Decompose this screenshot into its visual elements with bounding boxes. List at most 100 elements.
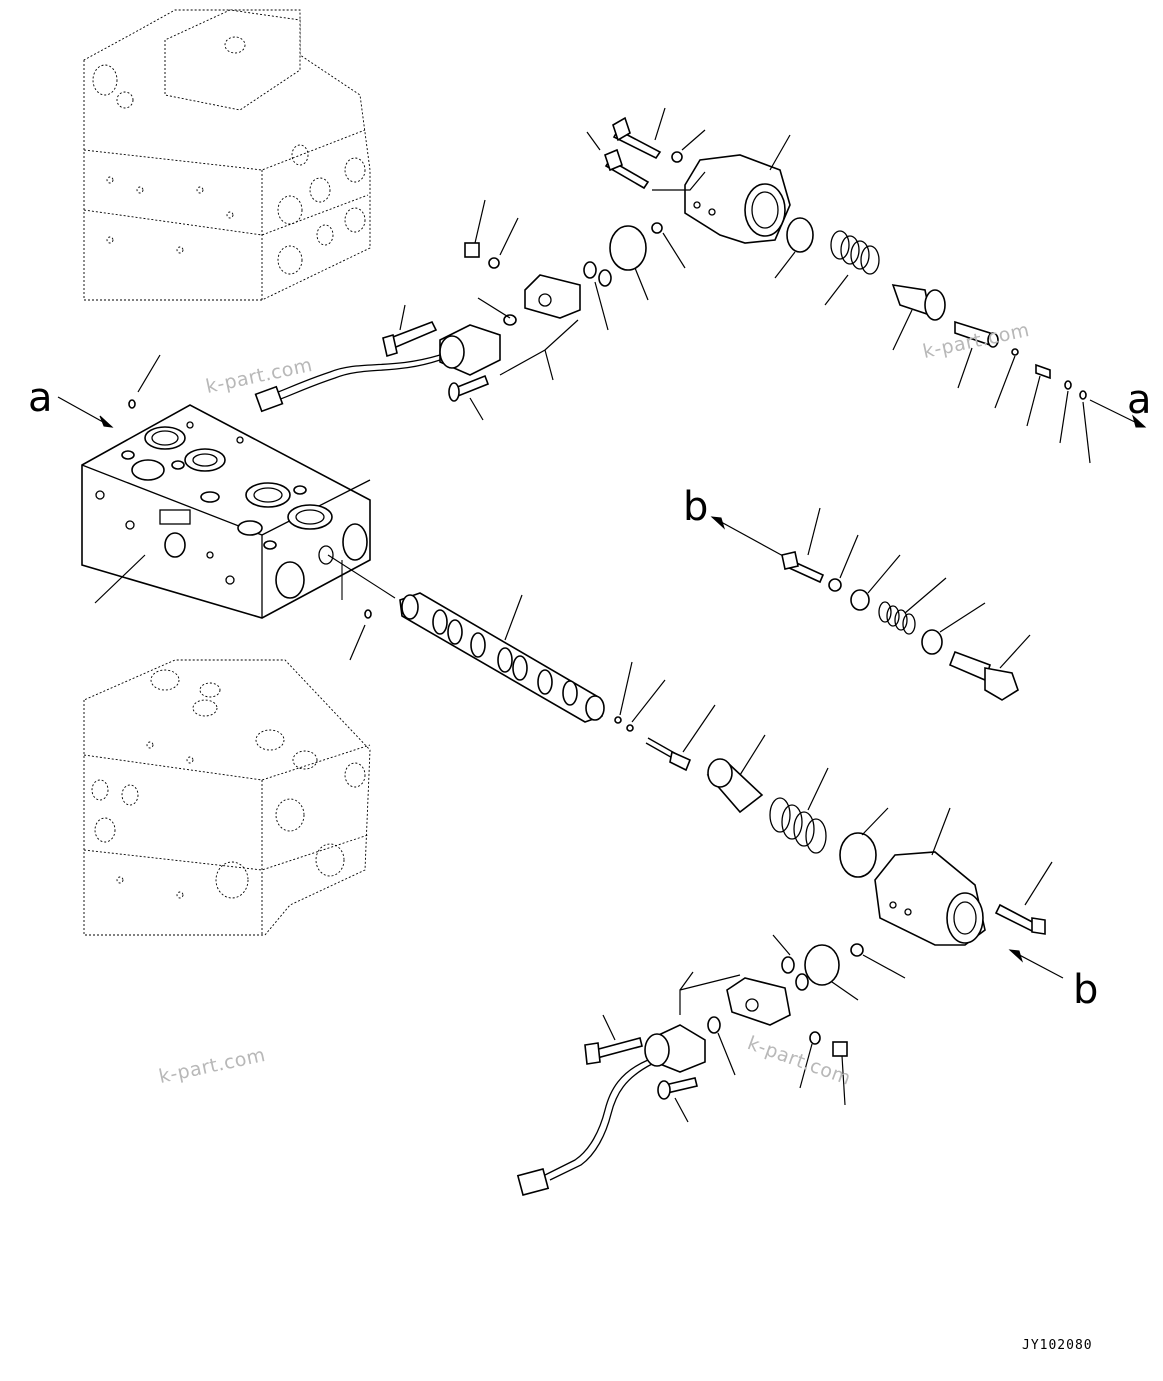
view-arrow-b-top <box>710 516 786 558</box>
leader-line <box>682 704 716 753</box>
leader-line <box>504 594 523 641</box>
leader-line <box>474 199 486 244</box>
leader-line <box>586 131 601 151</box>
o-ring <box>795 973 809 991</box>
pin <box>645 737 692 772</box>
ghost-valve-stack-top <box>83 9 371 301</box>
leader-line <box>839 534 859 579</box>
ring-small <box>1011 348 1019 356</box>
extension-line <box>327 554 396 599</box>
retainer-upper <box>891 284 946 321</box>
o-ring <box>598 269 612 287</box>
leader-line <box>631 679 666 723</box>
o-ring-large <box>804 944 840 986</box>
upper-solenoid <box>254 324 501 413</box>
leader-line <box>807 767 829 811</box>
leader-line <box>602 1014 616 1041</box>
leader-line <box>619 661 633 716</box>
ring-small <box>614 716 622 724</box>
view-label-b-top: b <box>683 484 709 530</box>
washer <box>828 578 842 592</box>
view-arrow-a-left <box>57 396 114 428</box>
plug-small-upper <box>1035 363 1051 380</box>
plug-small <box>850 943 864 957</box>
leader-line <box>772 934 791 956</box>
leader-line <box>739 734 766 776</box>
bolt-top <box>612 116 662 160</box>
leader-line <box>774 251 796 279</box>
o-ring <box>503 314 517 326</box>
plug-small <box>651 222 663 234</box>
leader-line <box>904 577 947 614</box>
leader-line <box>1059 390 1069 444</box>
leader-line <box>477 297 511 319</box>
leader-line <box>939 602 986 633</box>
main-valve-block <box>81 404 371 619</box>
small-o-ring <box>364 609 372 619</box>
ring-small <box>1079 390 1087 400</box>
leader-line <box>824 274 849 306</box>
lower-housing <box>874 851 986 946</box>
plug-b-large <box>948 650 1019 701</box>
leader-line <box>662 232 686 269</box>
view-arrow-b-bottom <box>1008 949 1064 979</box>
retainer-lower <box>706 758 764 814</box>
stopper-upper <box>954 320 999 348</box>
leader-line <box>349 624 366 661</box>
view-label-a-right: a <box>1127 377 1152 423</box>
leader-line <box>1082 401 1091 464</box>
leader-line <box>994 355 1016 409</box>
view-arrow-a-right <box>1089 399 1147 428</box>
leader-line <box>831 981 859 1001</box>
leader-line <box>841 1055 846 1106</box>
plug-lower <box>832 1041 848 1057</box>
view-label-b-bottom: b <box>1073 967 1099 1013</box>
ghost-valve-stack-bottom <box>83 659 371 936</box>
leader-line <box>634 267 649 301</box>
leader-line <box>717 1032 736 1076</box>
leader-line <box>807 507 821 556</box>
spring-upper <box>830 230 880 275</box>
plug <box>464 242 480 258</box>
spring-b <box>878 601 916 635</box>
o-ring <box>809 1031 821 1045</box>
leader-line <box>867 554 901 594</box>
leader-line <box>892 309 913 351</box>
small-o-ring <box>128 399 136 409</box>
leader-line <box>137 354 161 393</box>
leader-line <box>799 1043 813 1089</box>
leader-line <box>679 971 694 991</box>
leader-line <box>594 281 609 331</box>
leader-line <box>862 954 906 979</box>
o-ring <box>781 956 795 974</box>
top-housing <box>684 154 791 244</box>
drawing-code: JY102080 <box>1022 1338 1093 1353</box>
o-ring-large <box>609 225 647 271</box>
leader-line <box>94 554 146 604</box>
ring-small <box>1064 380 1072 390</box>
o-ring <box>583 261 597 279</box>
leader-line <box>931 807 951 856</box>
bolt <box>382 320 438 358</box>
valve-body-lower <box>726 977 791 1026</box>
leader-line <box>999 634 1031 669</box>
leader-line <box>499 217 519 256</box>
o-ring <box>921 629 943 655</box>
plug-b <box>850 589 870 611</box>
leader-line <box>674 1097 689 1123</box>
valve-body-upper <box>524 274 581 319</box>
bolt-top-2 <box>604 148 650 190</box>
leader-line <box>957 347 973 389</box>
bolt-b <box>781 551 825 584</box>
lower-solenoid <box>516 1024 706 1197</box>
spool <box>399 592 605 723</box>
screw <box>448 374 490 402</box>
ring-small <box>626 724 634 732</box>
o-ring-large <box>786 217 814 253</box>
leader-line <box>469 397 484 421</box>
leader-line <box>1026 375 1041 427</box>
view-label-a-left: a <box>28 375 53 421</box>
leader-line <box>861 807 889 836</box>
